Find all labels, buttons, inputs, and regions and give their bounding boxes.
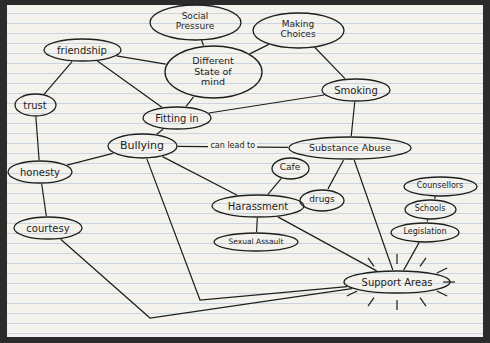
node-label: Legislation (403, 228, 446, 237)
node-label: drugs (309, 195, 335, 205)
node-label: Schools (415, 205, 446, 214)
ellipse-node: trust (14, 93, 57, 117)
connector-line (157, 129, 163, 134)
connector-line (268, 178, 281, 194)
connector-line (315, 47, 345, 78)
connector-line (117, 56, 166, 64)
sun-rays (347, 254, 455, 310)
connector-line (250, 44, 269, 53)
connector-line (404, 242, 420, 270)
ellipse-node: Legislation (390, 222, 460, 243)
connector-line (186, 97, 193, 107)
ellipse-node: Fitting in (142, 106, 212, 130)
ellipse-node: Smoking (321, 78, 391, 102)
connector-line (42, 184, 47, 216)
ellipse-node: Counsellors (403, 176, 478, 197)
ellipse-node: Making Choices (252, 12, 345, 49)
node-label: Fitting in (155, 113, 198, 124)
node-label: Different State of mind (181, 56, 245, 87)
connector-line (44, 62, 72, 95)
ellipse-node: drugs (299, 189, 345, 212)
connector-line (256, 218, 258, 232)
node-label: Making Choices (268, 20, 328, 40)
node-label: Substance Abuse (309, 143, 391, 153)
node-label: Harassment (228, 201, 288, 212)
connector-line (328, 160, 344, 189)
connector-line (202, 40, 204, 45)
ellipse-node: Cafe (271, 157, 310, 180)
connector-line (36, 117, 39, 160)
node-label: Social Pressure (165, 12, 225, 32)
node-label: Bullying (120, 140, 164, 152)
node-label: Sexual Assault (229, 238, 284, 246)
node-label: courtesy (26, 223, 69, 234)
connector-line (278, 217, 377, 271)
ellipse-node: Support Areas (343, 270, 451, 294)
node-label: Smoking (334, 85, 377, 96)
ellipse-node: friendship (43, 38, 122, 62)
node-label: friendship (57, 45, 107, 56)
node-label: Cafe (280, 163, 301, 173)
node-label: honesty (20, 167, 60, 178)
edge-label: can lead to (208, 142, 257, 151)
connector-line (147, 159, 347, 300)
connector-line (67, 153, 113, 165)
connector-line (434, 196, 436, 198)
connector-line (163, 157, 238, 196)
ellipse-node: honesty (7, 160, 73, 184)
ellipse-node: courtesy (13, 216, 83, 240)
connector-line (351, 102, 355, 136)
node-label: Counsellors (417, 182, 464, 191)
connector-line (354, 160, 393, 270)
ellipse-node: Sexual Assault (213, 232, 299, 252)
connector-line (427, 219, 429, 221)
node-label: trust (23, 100, 47, 111)
connector-line (97, 61, 161, 107)
ellipse-node: Bullying (107, 133, 178, 159)
ellipse-node: Different State of mind (164, 45, 263, 99)
ellipse-node: Substance Abuse (288, 136, 412, 160)
connector-line (61, 239, 352, 318)
ellipse-node: Schools (404, 199, 457, 220)
ellipse-node: Social Pressure (149, 4, 242, 41)
ellipse-node: Harassment (211, 194, 305, 218)
node-label: Support Areas (362, 277, 433, 288)
